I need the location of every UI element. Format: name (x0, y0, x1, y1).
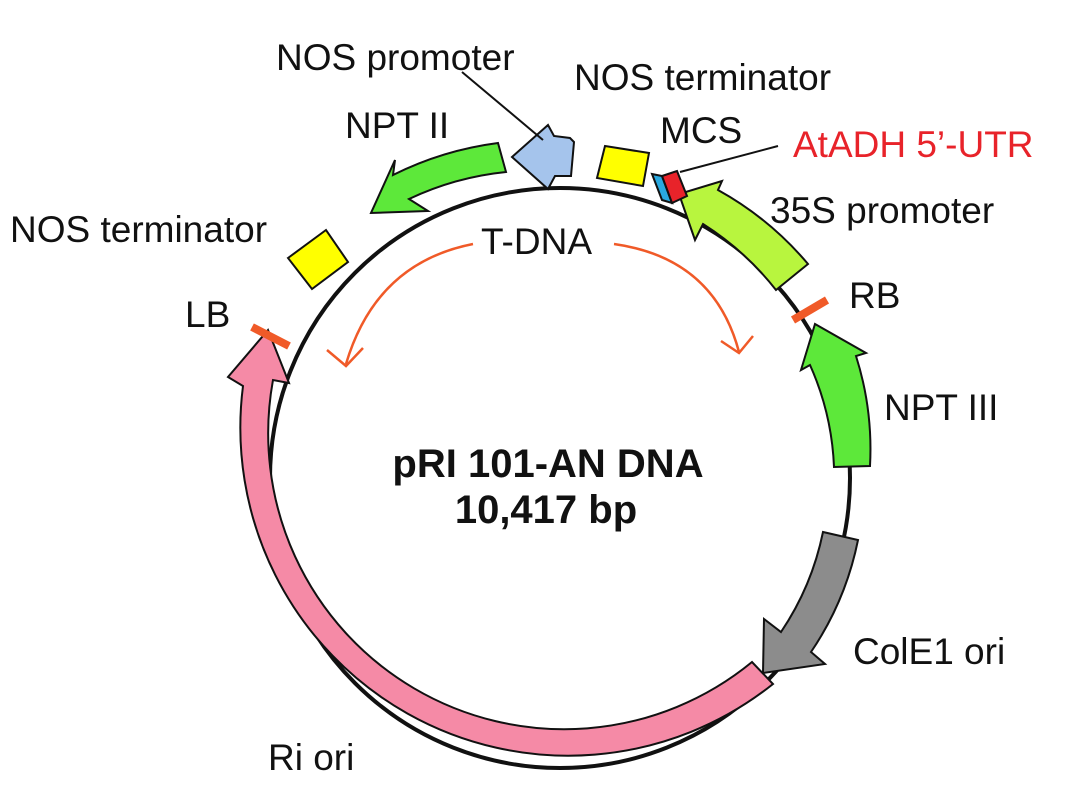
nos-terminator-left-box (286, 228, 350, 291)
tdna-left-arrowhead (326, 347, 364, 368)
lb-border-mark (250, 323, 291, 350)
label-atadh-utr: AtADH 5’-UTR (793, 124, 1034, 165)
rb-border-mark (790, 296, 830, 324)
label-nos-terminator-left: NOS terminator (10, 209, 267, 250)
label-rb: RB (849, 275, 900, 316)
plasmid-name: pRI 101-AN DNA (392, 442, 703, 486)
plasmid-size: 10,417 bp (455, 488, 637, 532)
nos-promoter-leader-line (461, 71, 544, 141)
atadh-leader-line (679, 145, 779, 173)
tdna-right-arc (613, 242, 741, 353)
npt3-arrow (799, 322, 872, 469)
label-tdna: T-DNA (481, 221, 592, 262)
tdna-right-arrowhead (720, 335, 754, 355)
npt2-arrow (369, 141, 508, 215)
label-nos-promoter: NOS promoter (276, 37, 515, 78)
atadh-utr-box (660, 169, 689, 205)
label-mcs: MCS (660, 110, 742, 151)
nos-terminator-top-box (595, 144, 651, 188)
label-ri-ori: Ri ori (268, 737, 354, 778)
label-cole1-ori: ColE1 ori (853, 631, 1005, 672)
label-nos-terminator-top: NOS terminator (574, 57, 831, 98)
label-npt2: NPT II (345, 105, 449, 146)
label-35s-promoter: 35S promoter (770, 190, 994, 231)
cole1-ori-arrow (761, 530, 860, 675)
nos-promoter-arrow (510, 123, 576, 191)
label-lb: LB (185, 294, 230, 335)
ri-ori-arrow (226, 328, 775, 757)
tdna-left-arc (344, 242, 474, 365)
label-npt3: NPT III (884, 387, 998, 428)
